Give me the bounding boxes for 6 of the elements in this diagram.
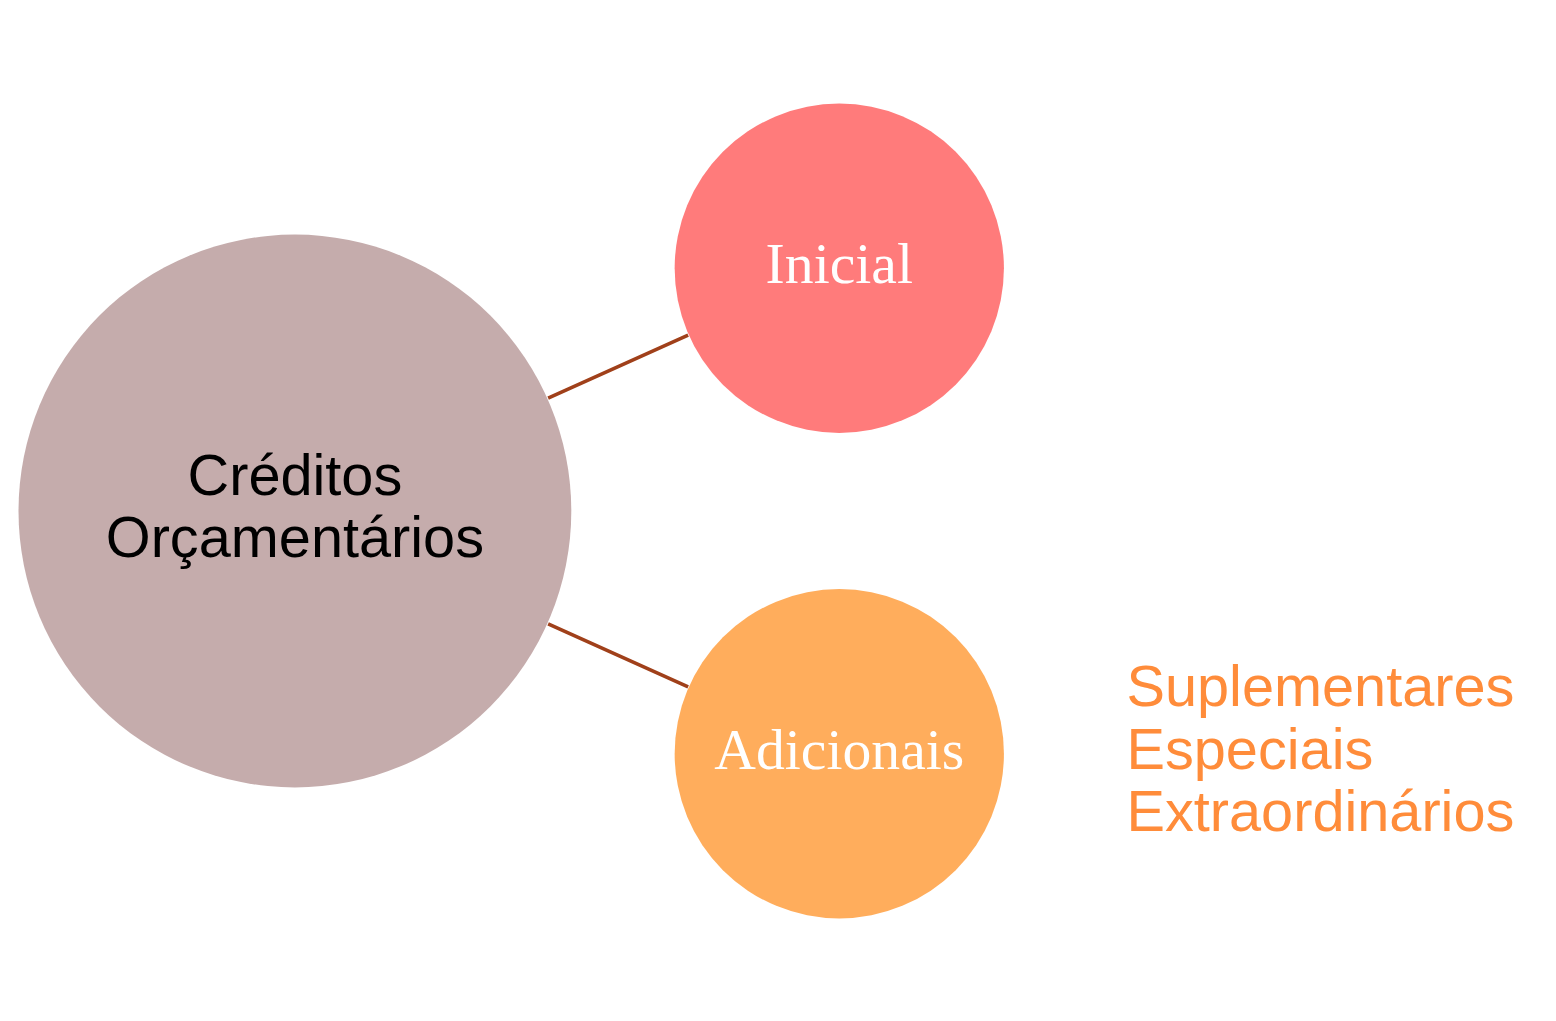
connector — [547, 333, 689, 400]
node-circle: Inicial — [674, 103, 1004, 433]
node-circle: Adicionais — [674, 588, 1004, 918]
node-label: Suplementares — [1126, 653, 1515, 718]
connector — [547, 621, 689, 688]
node-circle: Créditos Orçamentários — [18, 234, 572, 787]
